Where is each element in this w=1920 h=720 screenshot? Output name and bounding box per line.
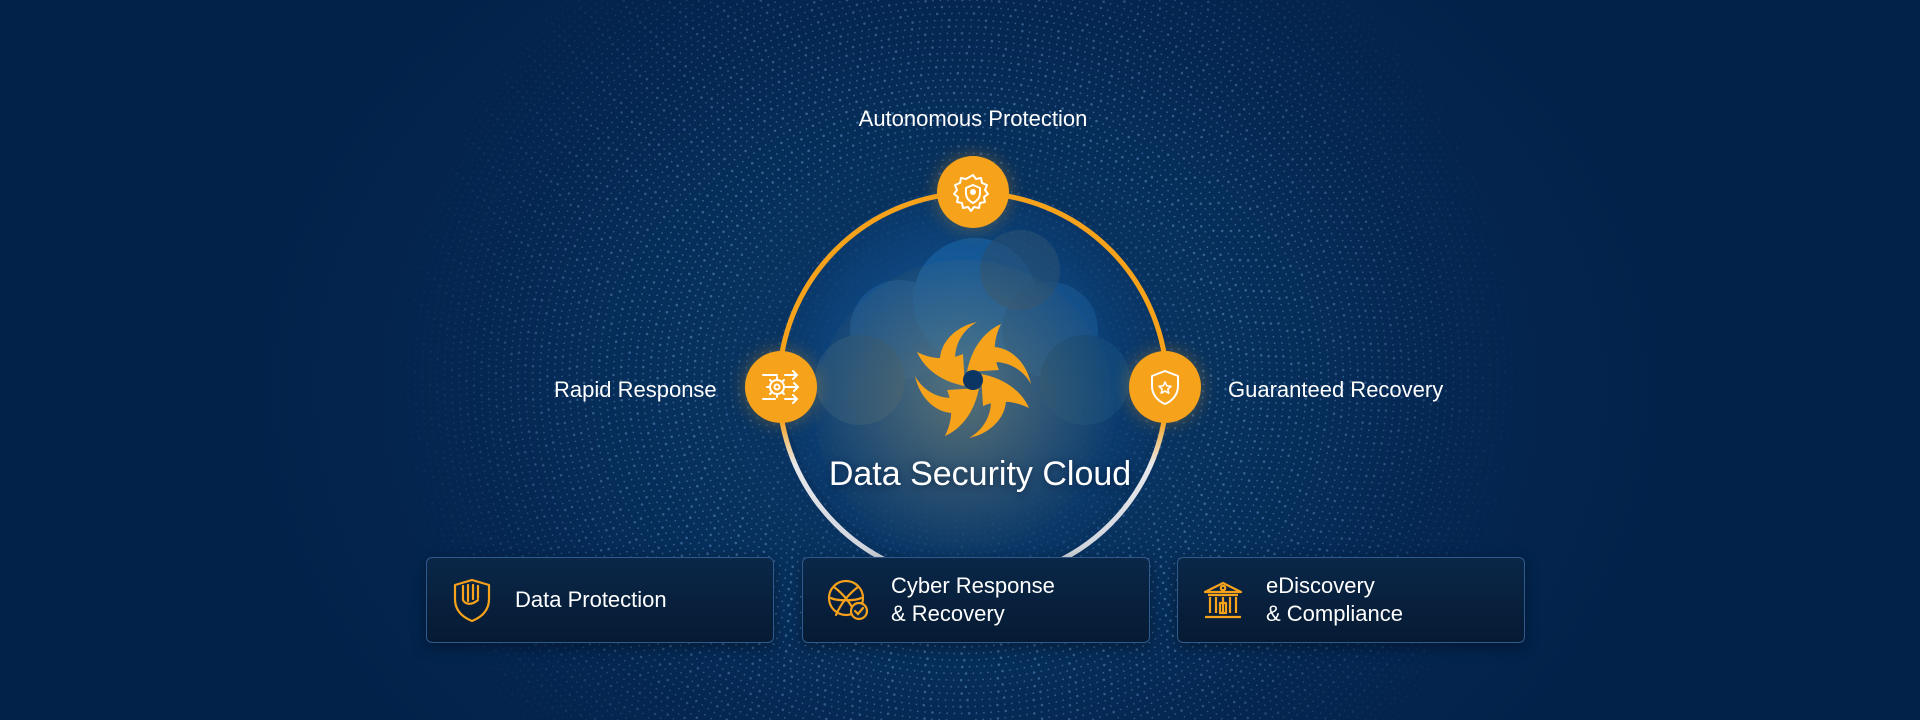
gear-shield-icon	[953, 174, 989, 212]
node-label-autonomous-protection: Autonomous Protection	[858, 106, 1088, 131]
card-label-line-1: eDiscovery	[1266, 573, 1375, 598]
card-label-line-2: & Recovery	[891, 601, 1005, 626]
card-data-protection[interactable]: Data Protection	[426, 557, 774, 643]
card-label-line-1: Data Protection	[515, 587, 667, 612]
institution-icon	[1203, 581, 1243, 619]
card-cyber-response-recovery[interactable]: Cyber Response & Recovery	[802, 557, 1150, 643]
card-label-line-2: & Compliance	[1266, 601, 1403, 626]
node-autonomous-protection	[937, 156, 1009, 228]
card-label: Cyber Response & Recovery	[891, 572, 1055, 628]
node-rapid-response	[745, 351, 817, 423]
node-label-rapid-response: Rapid Response	[554, 377, 717, 402]
center-title: Data Security Cloud	[828, 455, 1132, 493]
node-guaranteed-recovery	[1129, 351, 1201, 423]
shield-star-icon	[1151, 370, 1179, 405]
globe-check-icon	[827, 579, 869, 621]
card-label-line-1: Cyber Response	[891, 573, 1055, 598]
card-ediscovery-compliance[interactable]: eDiscovery & Compliance	[1177, 557, 1525, 643]
card-label: eDiscovery & Compliance	[1266, 572, 1403, 628]
gear-arrows-icon	[762, 370, 800, 404]
shield-lines-icon	[453, 578, 491, 623]
node-label-guaranteed-recovery: Guaranteed Recovery	[1228, 377, 1444, 402]
pinwheel-logo-icon	[915, 322, 1031, 438]
card-label: Data Protection	[515, 586, 667, 614]
